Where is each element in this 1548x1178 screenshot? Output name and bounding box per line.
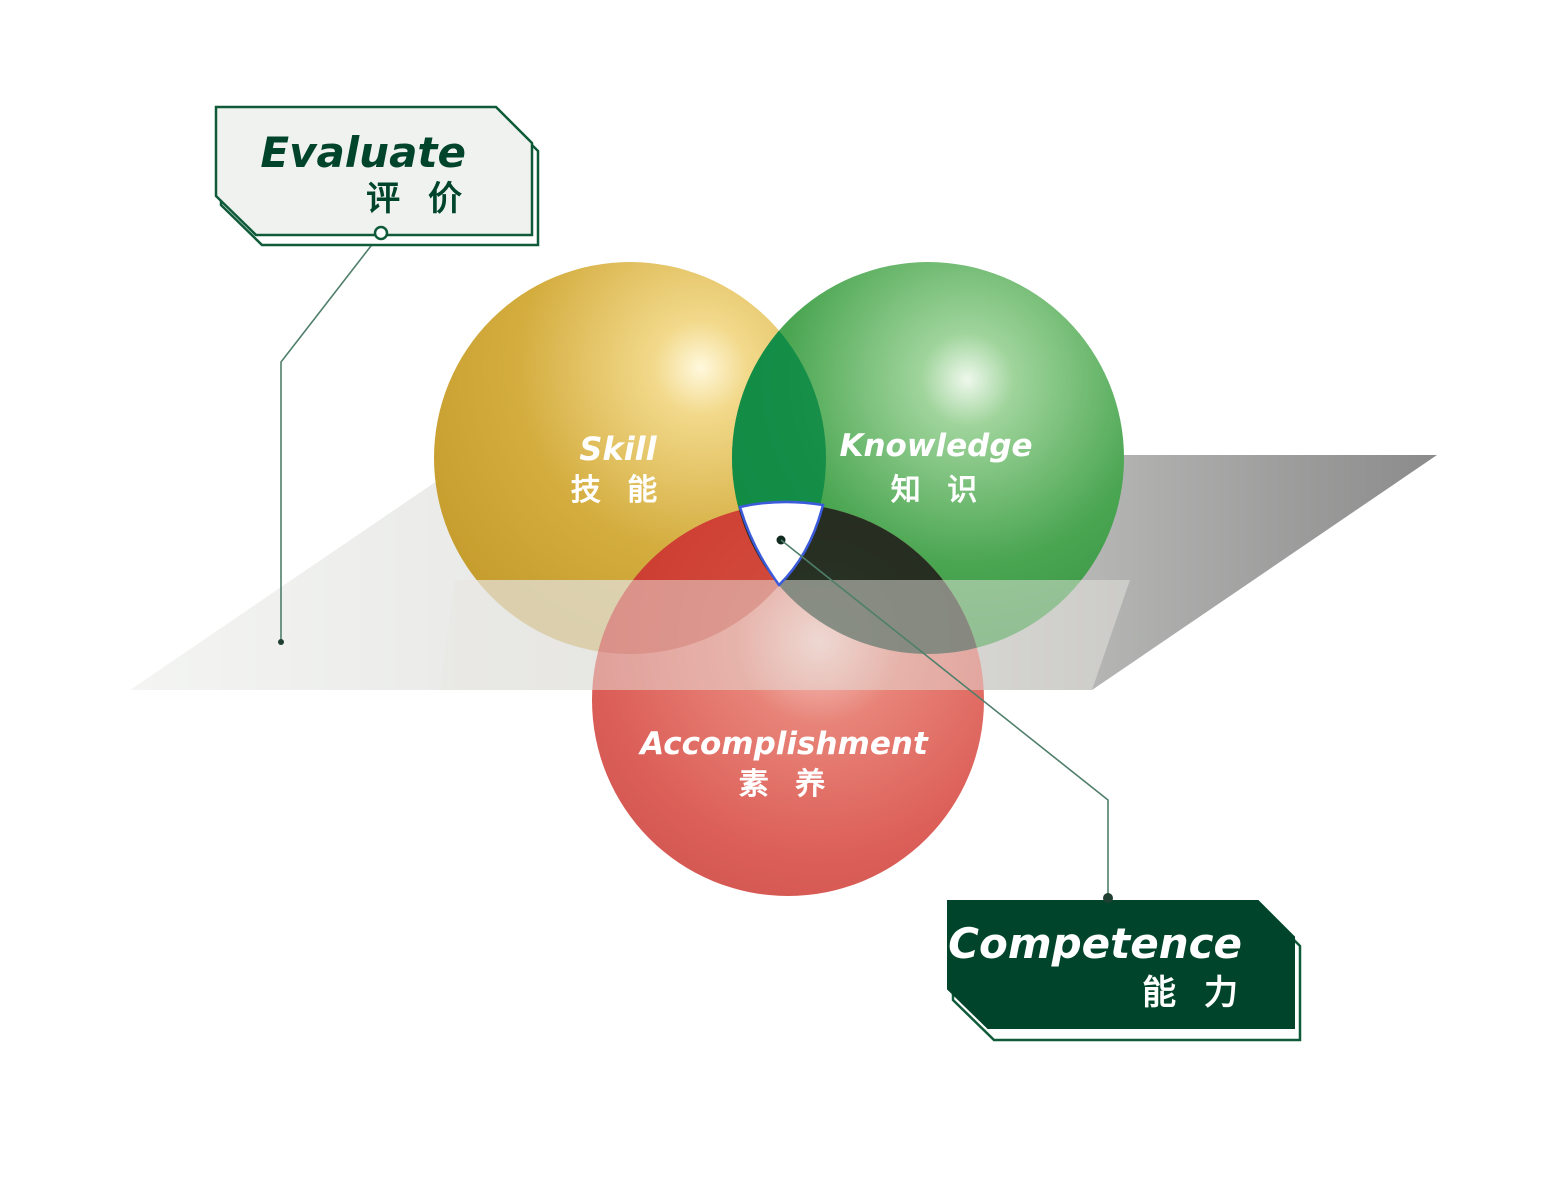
- competence-label-box: Competence 能 力: [947, 900, 1302, 1042]
- evaluate-anchor-dot: [373, 225, 389, 241]
- accomplishment-label-zh: 素 养: [739, 767, 833, 802]
- competence-anchor-dot: [1103, 893, 1113, 903]
- knowledge-label: Knowledge: [839, 428, 1032, 464]
- evaluate-title-zh: 评 价: [366, 179, 470, 219]
- skill-label-zh: 技 能: [571, 473, 665, 508]
- competence-title: Competence: [948, 919, 1242, 968]
- knowledge-label-zh: 知 识: [891, 473, 985, 508]
- skill-label: Skill: [579, 430, 657, 468]
- evaluate-leader-line: [280, 232, 382, 642]
- evaluate-title: Evaluate: [260, 128, 466, 177]
- evaluate-label-box: Evaluate 评 价: [214, 105, 540, 247]
- evaluate-leader-end-dot: [278, 639, 284, 645]
- competence-leader-line: [780, 539, 1109, 898]
- plane-overlay-band: [440, 580, 1130, 690]
- accomplishment-label: Accomplishment: [637, 726, 929, 762]
- competence-title-zh: 能 力: [1142, 973, 1246, 1013]
